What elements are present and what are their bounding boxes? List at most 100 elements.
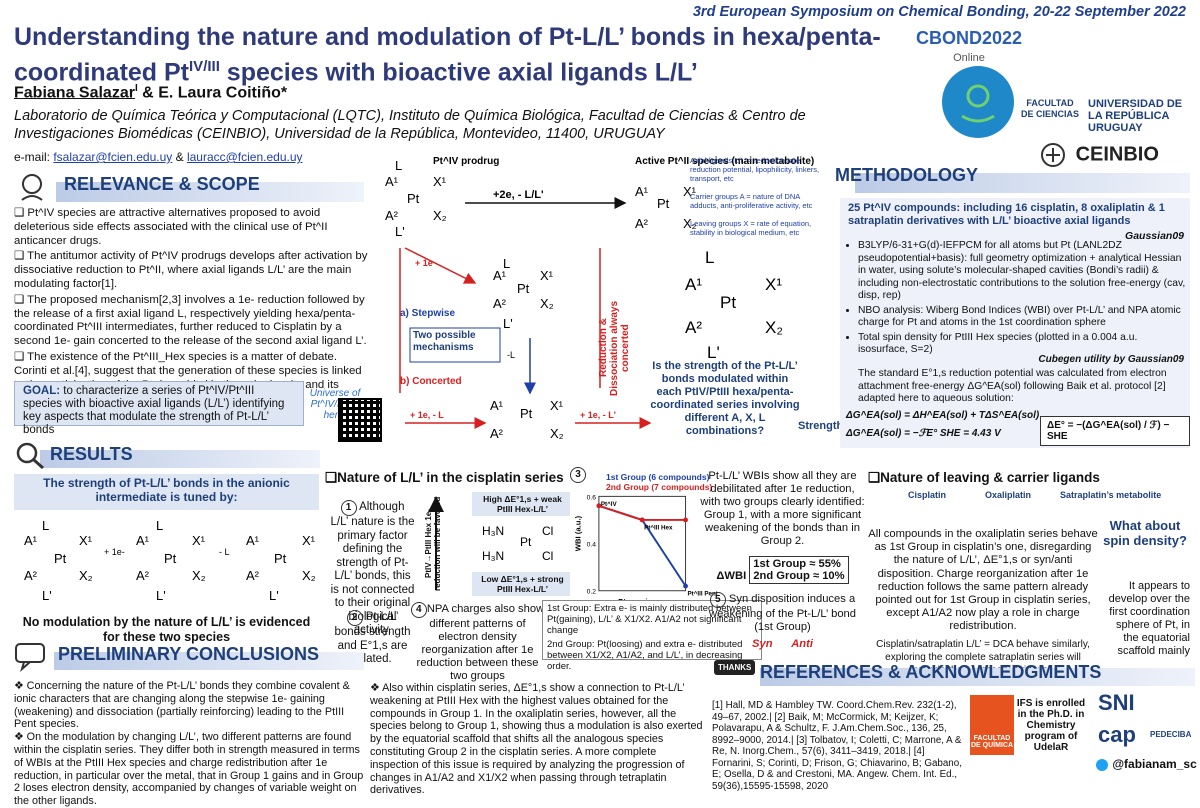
sni-logo: SNI	[1098, 690, 1135, 715]
chat-icon	[15, 643, 45, 672]
svg-text:A²: A²	[490, 426, 504, 441]
relevance-text: ❑ Pt^IV species are attractive alternati…	[14, 207, 368, 404]
cap-logo: cap	[1098, 722, 1136, 747]
svg-text:A¹: A¹	[385, 174, 399, 189]
svg-text:X₂: X₂	[192, 568, 206, 583]
legend-series-1: 1st Group (6 compounds)	[606, 472, 710, 482]
prelim-header: PRELIMINARY CONCLUSIONS	[14, 640, 369, 672]
spin-answer: It appears to develop over the first coo…	[1108, 580, 1190, 657]
high-label: High ΔE°1,s + weak PtIII Hex-L/L’	[483, 494, 562, 514]
stepwise-label: a) Stepwise	[400, 308, 455, 319]
svg-text:A²: A²	[635, 216, 649, 231]
svg-text:X¹: X¹	[79, 533, 93, 548]
svg-text:Pt: Pt	[520, 406, 533, 421]
svg-text:X₂: X₂	[540, 296, 554, 311]
svg-text:- L: - L	[219, 547, 230, 557]
concerted-label: b) Concerted	[400, 376, 462, 387]
legend-series-2: 2nd Group (7 compounds)	[606, 482, 713, 492]
svg-text:A²: A²	[246, 568, 260, 583]
conference-name: 3rd European Symposium on Chemical Bondi…	[692, 4, 1186, 20]
x-category-label: Pt^III Hex	[644, 525, 673, 532]
svg-text:A¹: A¹	[24, 533, 38, 548]
svg-text:L: L	[395, 158, 402, 173]
fq-logo: FACULTAD DE QUÍMICA	[970, 695, 1014, 755]
svg-text:X₂: X₂	[433, 208, 447, 223]
x-category-label: Pt^III Pent	[687, 591, 717, 598]
svg-text:+ 1e, - L': + 1e, - L'	[580, 410, 616, 420]
svg-text:Cl: Cl	[542, 524, 553, 538]
affiliation: Laboratorio de Química Teórica y Computa…	[14, 108, 806, 142]
svg-text:A¹: A¹	[493, 268, 507, 283]
results-heading: RESULTS	[50, 444, 133, 464]
ptiv-structure: LA¹ Pt X¹ A² X₂ L'	[385, 158, 447, 239]
email-link-1[interactable]: fsalazar@fcien.edu.uy	[53, 150, 173, 164]
email-link-2[interactable]: lauracc@fcien.edu.uy	[186, 150, 303, 164]
svg-text:L': L'	[707, 343, 720, 362]
svg-text:X₂: X₂	[79, 568, 93, 583]
cisplatin-text-2: 2 Pt-L/L’ bonds strength and E°1,s are r…	[334, 610, 411, 665]
leaving-text: All compounds in the oxaliplatin series …	[868, 528, 1098, 676]
svg-text:A²: A²	[136, 568, 150, 583]
methodology-header: METHODOLOGY	[835, 163, 1190, 193]
goal-box: GOAL: to characterize a series of Pt^IV/…	[14, 381, 304, 436]
wbi-legend: 1st Group (6 compounds) 2nd Group (7 com…	[606, 472, 712, 492]
svg-text:Pt: Pt	[520, 535, 532, 549]
svg-text:X₂: X₂	[302, 568, 316, 583]
svg-text:L: L	[42, 518, 49, 533]
authors: Fabiana SalazarI & E. Laura Coitiño*	[14, 83, 288, 102]
twitter-handle[interactable]: @fabianam_sc	[1095, 757, 1197, 771]
svg-text:X₂: X₂	[683, 216, 697, 231]
svg-text:H₃N: H₃N	[482, 549, 504, 563]
svg-text:X¹: X¹	[302, 533, 316, 548]
data-point	[683, 517, 688, 523]
svg-text:X₂: X₂	[550, 426, 564, 441]
cisplatin-heading: ❑Nature of L/L’ in the cisplatin series	[325, 470, 564, 485]
question-text: Is the strength of the Pt-L/L’ bonds mod…	[650, 360, 800, 437]
svg-text:X¹: X¹	[433, 174, 447, 189]
universe-label: Universe of Pt^IV/Pt^III here!	[309, 388, 361, 421]
svg-text:L: L	[705, 248, 714, 267]
svg-text:Pt: Pt	[720, 293, 736, 312]
data-point	[639, 517, 645, 523]
svg-text:A²: A²	[24, 568, 38, 583]
wbi-y-label: WBI (a.u.)	[574, 515, 583, 551]
svg-text:A¹: A¹	[685, 275, 702, 294]
svg-text:X¹: X¹	[683, 184, 697, 199]
cisplatin-label: Cisplatin	[908, 490, 947, 500]
svg-text:L': L'	[156, 588, 166, 603]
prelim-heading: PRELIMINARY CONCLUSIONS	[58, 644, 320, 664]
svg-text:A²: A²	[493, 296, 507, 311]
thanks-badge: THANKS	[714, 660, 756, 675]
qr-code[interactable]	[338, 398, 382, 442]
refs-heading: REFERENCES & ACKNOWLEDGMENTS	[760, 662, 1102, 682]
prodrug-label: Pt^IV prodrug	[433, 156, 499, 167]
svg-text:+ 1e: + 1e	[415, 258, 433, 268]
svg-text:A¹: A¹	[136, 533, 150, 548]
group-legend: 1st Group: Extra e- is mainly distribute…	[542, 600, 762, 672]
results-header: RESULTS	[14, 440, 324, 470]
wbi-text: Pt-L/L’ WBIs show all they are debilitat…	[700, 470, 865, 650]
svg-text:A²: A²	[385, 208, 399, 223]
reduction-axis-label: PtIV→PtIII Hex 1e-reduction will be favo…	[424, 496, 442, 592]
ceinbio-logo: CEINBIO	[1040, 142, 1190, 172]
svg-text:L': L'	[395, 224, 405, 239]
svg-text:L: L	[503, 256, 510, 271]
svg-text:L: L	[156, 518, 163, 533]
svg-text:Cl: Cl	[542, 549, 553, 563]
svg-text:A¹: A¹	[490, 398, 504, 413]
svg-text:Pt: Pt	[274, 551, 287, 566]
svg-text:X¹: X¹	[765, 275, 782, 294]
twitter-icon	[1096, 758, 1108, 771]
hand-idea-icon	[21, 174, 43, 201]
no-modulation-text: No modulation by the nature of L/L’ is e…	[22, 615, 311, 644]
svg-text:Pt: Pt	[407, 191, 420, 206]
y-tick-label: 0.6	[587, 494, 597, 501]
svg-text:L': L'	[42, 588, 52, 603]
refs-header: THANKS REFERENCES & ACKNOWLEDGMENTS	[712, 660, 1197, 686]
prelim-text: ❖ Concerning the nature of the Pt-L/L’ b…	[14, 680, 364, 808]
